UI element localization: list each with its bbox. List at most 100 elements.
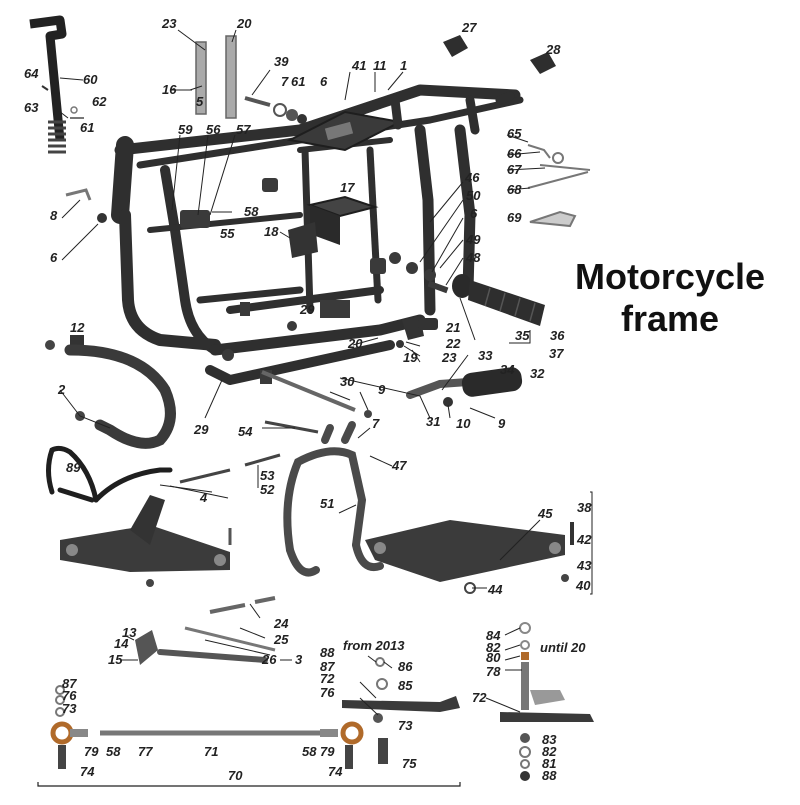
bracket — [288, 222, 318, 258]
callout-49: 49 — [465, 232, 481, 247]
callout-87: 87 — [62, 676, 77, 691]
callout-56: 56 — [206, 122, 221, 137]
callout-71: 71 — [204, 744, 218, 759]
callout-5: 5 — [196, 94, 204, 109]
callout-72: 72 — [320, 671, 335, 686]
stands — [195, 35, 237, 119]
battery-box — [306, 195, 379, 245]
swingarm-right — [365, 520, 574, 594]
callout-65: 65 — [507, 126, 522, 141]
note-from-year: from 2013 — [343, 638, 405, 653]
callout-38: 38 — [577, 500, 592, 515]
callout-69: 69 — [507, 210, 522, 225]
clamps — [443, 35, 556, 74]
callout-64: 64 — [24, 66, 39, 81]
callout-80: 80 — [486, 650, 501, 665]
callout-45: 45 — [537, 506, 553, 521]
callout-6: 6 — [470, 206, 478, 221]
brake-linkage — [135, 596, 276, 665]
callout-26: 26 — [261, 652, 277, 667]
callout-89: 89 — [66, 460, 81, 475]
callout-2: 2 — [57, 382, 66, 397]
bolt-set — [244, 96, 307, 124]
callout-68: 68 — [507, 182, 522, 197]
callout-48: 48 — [465, 250, 481, 265]
callout-88: 88 — [320, 645, 335, 660]
callout-6: 6 — [320, 74, 328, 89]
callout-86: 86 — [398, 659, 413, 674]
callout-42: 42 — [576, 532, 592, 547]
callout-63: 63 — [24, 100, 39, 115]
callout-3: 3 — [295, 652, 303, 667]
right-rings — [389, 252, 449, 294]
callout-25: 25 — [273, 632, 289, 647]
main-frame — [111, 84, 524, 385]
note-until-year: until 20 — [540, 640, 586, 655]
callout-36: 36 — [550, 328, 565, 343]
callout-85: 85 — [398, 678, 413, 693]
tie-rod — [50, 685, 364, 769]
callout-81: 81 — [542, 756, 556, 771]
callout-72: 72 — [472, 690, 487, 705]
clamp-21 — [396, 316, 438, 348]
callout-50: 50 — [466, 188, 481, 203]
callout-76: 76 — [62, 688, 77, 703]
callout-60: 60 — [83, 72, 98, 87]
front-footpeg — [406, 367, 523, 407]
callout-17: 17 — [340, 180, 355, 195]
callout-58: 58 — [302, 744, 317, 759]
callout-59: 59 — [178, 122, 193, 137]
callout-83: 83 — [542, 732, 557, 747]
callout-78: 78 — [486, 664, 501, 679]
callout-31: 31 — [426, 414, 440, 429]
callout-20: 20 — [236, 16, 252, 31]
callout-76: 76 — [320, 685, 335, 700]
callout-12: 12 — [70, 320, 85, 335]
callout-43: 43 — [576, 558, 592, 573]
diagram-title: Motorcycle frame — [550, 256, 790, 340]
callout-61: 61 — [80, 120, 94, 135]
callout-33: 33 — [478, 348, 493, 363]
callout-70: 70 — [228, 768, 243, 783]
swingarm-left — [60, 495, 232, 587]
callout-53: 53 — [260, 468, 275, 483]
callout-74: 74 — [80, 764, 95, 779]
callout-62: 62 — [92, 94, 107, 109]
callout-18: 18 — [264, 224, 279, 239]
callout-27: 27 — [461, 20, 477, 35]
callout-79: 79 — [84, 744, 99, 759]
callout-8: 8 — [50, 208, 58, 223]
callout-28: 28 — [545, 42, 561, 57]
chain-guard — [46, 445, 173, 503]
callout-58: 58 — [106, 744, 121, 759]
callout-67: 67 — [507, 162, 522, 177]
callout-29: 29 — [193, 422, 209, 437]
callout-29: 29 — [299, 302, 315, 317]
fork-tube — [29, 15, 84, 154]
callout-73: 73 — [398, 718, 413, 733]
shifter-from-2013 — [342, 657, 460, 764]
rear-footpeg — [452, 274, 545, 326]
springs — [179, 420, 319, 484]
callout-9: 9 — [378, 382, 386, 397]
callout-10: 10 — [456, 416, 471, 431]
callout-37: 37 — [549, 346, 564, 361]
callout-14: 14 — [114, 636, 129, 651]
callout-16: 16 — [162, 82, 177, 97]
rear-mounts — [390, 91, 515, 135]
callout-35: 35 — [515, 328, 530, 343]
callout-88: 88 — [542, 768, 557, 783]
callout-82: 82 — [486, 640, 501, 655]
callout-74: 74 — [328, 764, 343, 779]
left-hardware — [65, 188, 107, 223]
callout-32: 32 — [530, 366, 545, 381]
callout-82: 82 — [542, 744, 557, 759]
callout-51: 51 — [320, 496, 334, 511]
callout-46: 46 — [464, 170, 480, 185]
axle — [261, 370, 356, 412]
callout-6: 6 — [50, 250, 58, 265]
center-stand — [283, 421, 384, 577]
